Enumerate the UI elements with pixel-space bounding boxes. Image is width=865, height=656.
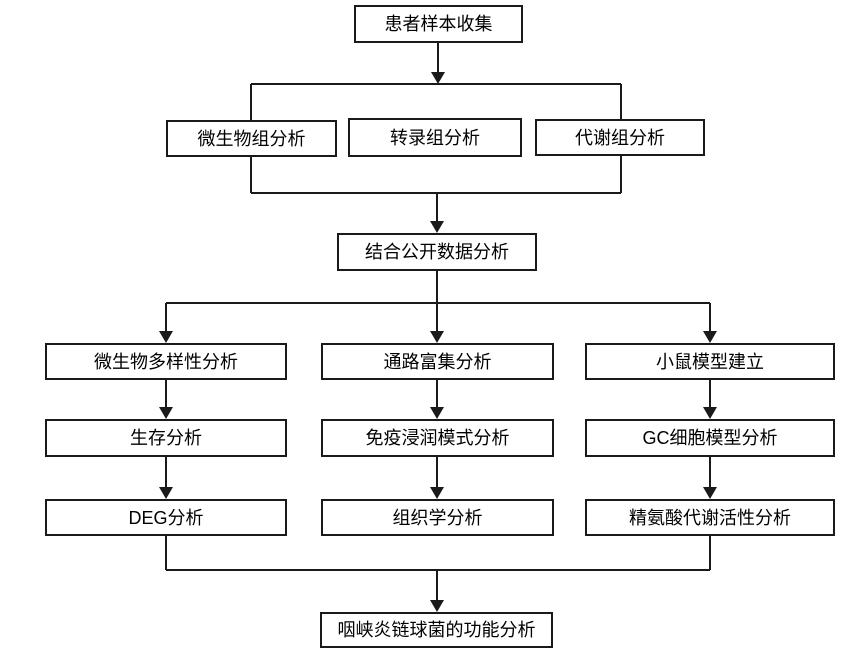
rail-bottom (166, 569, 710, 571)
node-label: 结合公开数据分析 (365, 242, 509, 262)
node-microbiome-analysis: 微生物组分析 (166, 120, 337, 157)
connector-line (165, 457, 167, 487)
connector-line (620, 84, 622, 119)
connector-line (165, 536, 167, 570)
node-gc-cell-model-analysis: GC细胞模型分析 (585, 419, 835, 457)
connector-line (709, 457, 711, 487)
node-patient-sample-collection: 患者样本收集 (354, 5, 523, 43)
connector-line (620, 156, 622, 193)
node-microbial-diversity-analysis: 微生物多样性分析 (45, 343, 287, 380)
connector-line (437, 43, 439, 72)
arrow-down-icon (430, 331, 444, 343)
node-pathway-enrichment-analysis: 通路富集分析 (321, 343, 554, 380)
node-arginine-metabolism-analysis: 精氨酸代谢活性分析 (585, 499, 835, 536)
node-label: 精氨酸代谢活性分析 (629, 507, 791, 528)
arrow-down-icon (703, 331, 717, 343)
connector-line (709, 303, 711, 331)
node-label: 小鼠模型建立 (656, 351, 764, 372)
arrow-down-icon (159, 487, 173, 499)
node-label: 微生物组分析 (197, 128, 306, 149)
arrow-down-icon (159, 407, 173, 419)
arrow-down-icon (430, 600, 444, 612)
node-label: 生存分析 (130, 428, 202, 448)
rail-top (251, 83, 621, 85)
connector-line (165, 380, 167, 407)
arrow-down-icon (159, 331, 173, 343)
connector-line (165, 303, 167, 331)
arrow-down-icon (703, 407, 717, 419)
arrow-down-icon (431, 72, 445, 84)
node-label: 免疫浸润模式分析 (365, 428, 510, 448)
arrow-down-icon (430, 487, 444, 499)
node-label: 微生物多样性分析 (94, 351, 238, 372)
node-label: 代谢组分析 (575, 127, 665, 148)
node-histology-analysis: 组织学分析 (321, 499, 554, 536)
node-label: 咽峡炎链球菌的功能分析 (337, 620, 536, 640)
connector-line (436, 570, 438, 600)
node-label: 通路富集分析 (383, 351, 492, 372)
node-label: 组织学分析 (392, 507, 483, 528)
arrow-down-icon (703, 487, 717, 499)
node-functional-analysis: 咽峡炎链球菌的功能分析 (320, 612, 553, 648)
rail-branch (166, 302, 710, 304)
node-label: 转录组分析 (390, 127, 480, 148)
connector-line (250, 157, 252, 193)
connector-line (709, 536, 711, 570)
connector-line (250, 84, 252, 120)
node-survival-analysis: 生存分析 (45, 419, 287, 457)
node-metabolome-analysis: 代谢组分析 (535, 119, 705, 156)
node-label: GC细胞模型分析 (642, 428, 778, 448)
connector-line (436, 303, 438, 331)
connector-line (436, 380, 438, 407)
arrow-down-icon (430, 221, 444, 233)
connector-line (709, 380, 711, 407)
connector-line (436, 457, 438, 487)
node-transcriptome-analysis: 转录组分析 (348, 118, 522, 157)
node-public-data-analysis: 结合公开数据分析 (337, 233, 537, 271)
node-deg-analysis: DEG分析 (45, 499, 287, 536)
node-immune-infiltration-analysis: 免疫浸润模式分析 (321, 419, 554, 457)
node-mouse-model-establishment: 小鼠模型建立 (585, 343, 835, 380)
node-label: 患者样本收集 (384, 14, 493, 34)
node-label: DEG分析 (128, 507, 204, 528)
connector-line (436, 193, 438, 221)
connector-line (436, 271, 438, 303)
arrow-down-icon (430, 407, 444, 419)
